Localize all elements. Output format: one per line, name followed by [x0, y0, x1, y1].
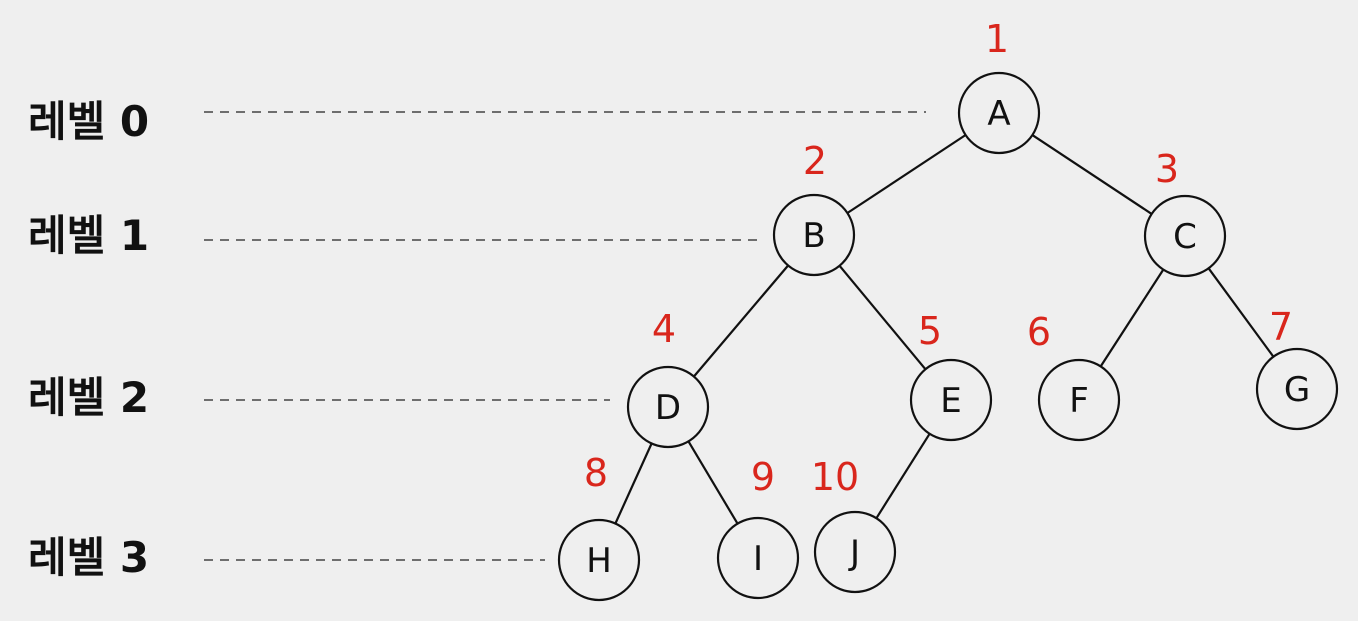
node-a-label: A — [987, 94, 1010, 134]
node-b-number: 2 — [803, 139, 827, 183]
node-c-circle — [1143, 194, 1227, 278]
node-e-label: E — [940, 381, 961, 421]
level-label-3: 레벨 3 — [28, 533, 149, 582]
node-c-label: C — [1173, 217, 1197, 257]
node-b-label: B — [802, 216, 825, 256]
level-label-1: 레벨 1 — [28, 211, 149, 260]
node-e: E 5 — [909, 309, 993, 442]
node-j-label: J — [848, 533, 860, 573]
node-h-label: H — [586, 541, 612, 581]
edge-e-j — [875, 433, 931, 519]
node-e-number: 5 — [918, 309, 942, 353]
node-c-number: 3 — [1155, 147, 1179, 191]
node-g-number: 7 — [1269, 305, 1293, 349]
edge-b-e — [838, 265, 927, 370]
node-d-number: 4 — [652, 307, 676, 351]
node-a-number: 1 — [985, 17, 1009, 61]
edge-b-d — [693, 264, 789, 378]
edge-d-i — [687, 440, 739, 525]
node-g-label: G — [1284, 370, 1310, 410]
node-e-circle — [909, 358, 993, 442]
edge-c-f — [1099, 269, 1165, 367]
node-a: A 1 — [957, 17, 1041, 155]
level-label-2: 레벨 2 — [28, 373, 149, 422]
node-d-circle — [626, 365, 710, 449]
node-d: D 4 — [626, 307, 710, 449]
edge-d-h — [614, 443, 653, 524]
node-d-label: D — [655, 388, 681, 428]
node-j-number: 10 — [811, 455, 859, 499]
node-j-circle — [813, 510, 897, 594]
node-i-number: 9 — [751, 455, 775, 499]
node-i-label: I — [753, 539, 763, 579]
node-b: B 2 — [772, 139, 856, 277]
edge-c-g — [1207, 267, 1275, 358]
node-f: F 6 — [1027, 310, 1121, 442]
edges-group — [614, 134, 1275, 525]
node-i-circle — [716, 516, 800, 600]
node-i: I 9 — [716, 455, 800, 600]
node-f-number: 6 — [1027, 310, 1051, 354]
node-b-circle — [772, 193, 856, 277]
edge-a-b — [846, 134, 967, 214]
node-h: H 8 — [557, 451, 641, 602]
level-label-0: 레벨 0 — [28, 97, 149, 146]
node-f-circle — [1037, 358, 1121, 442]
node-g-circle — [1255, 347, 1339, 431]
node-h-circle — [557, 518, 641, 602]
node-c: C 3 — [1143, 147, 1227, 278]
edge-a-c — [1031, 134, 1153, 215]
node-h-number: 8 — [584, 451, 608, 495]
node-f-label: F — [1069, 381, 1089, 421]
node-a-circle — [957, 71, 1041, 155]
node-g: G 7 — [1255, 305, 1339, 431]
node-j: J 10 — [811, 455, 897, 594]
